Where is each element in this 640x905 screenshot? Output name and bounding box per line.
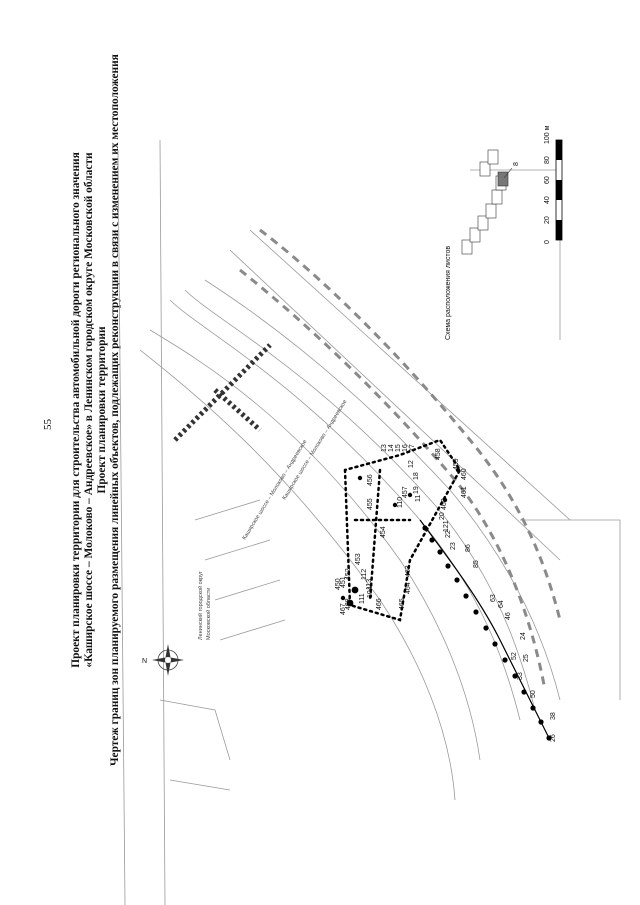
compass-icon: N [142, 644, 184, 676]
scale-tick-label: 20 [544, 216, 551, 224]
point-label: 85 [473, 560, 480, 568]
point-label: 11 [415, 495, 422, 502]
point-label: 38 [550, 712, 557, 720]
point-label: 23 [450, 542, 457, 550]
point-label: 24 [520, 632, 527, 640]
point-label: 121 [443, 520, 450, 532]
point-label: 112 [361, 569, 368, 580]
point-label: 12 [408, 460, 415, 468]
point-label: 466 [376, 598, 383, 610]
point-label: 113 [366, 579, 373, 590]
point-label: 104 [367, 586, 374, 598]
point-label: 459 [453, 458, 460, 470]
point-label: 467 [340, 603, 347, 615]
point-label: 457 [402, 486, 409, 498]
scale-tick-label: 60 [544, 176, 551, 184]
point-label: 63 [490, 594, 497, 602]
inset-pointer: 8 [513, 162, 520, 166]
scale-tick-label: 100 м [544, 125, 551, 144]
point-label: 26 [550, 734, 557, 742]
scale-tick-label: 80 [544, 156, 551, 164]
compass-label: N [142, 658, 147, 665]
hatched-crossing [173, 343, 272, 442]
point-label: 18 [413, 472, 420, 480]
point-label: 17 [409, 444, 416, 452]
point-label: 22 [445, 530, 452, 538]
point-label: 463 [405, 565, 412, 577]
point-label: 13 [381, 444, 388, 452]
district-label-2: Московской области [205, 588, 212, 640]
point-label: 86 [465, 544, 472, 552]
point-label: 46 [505, 612, 512, 620]
point-label: 64 [498, 600, 505, 608]
point-label: 452 [345, 568, 352, 580]
district-label-1: Ленинский городской округ [197, 571, 204, 640]
point-label: 50 [530, 690, 537, 698]
point-label: 456 [367, 474, 374, 486]
scale-tick-label: 0 [544, 240, 551, 244]
zone-boundary [343, 438, 462, 622]
point-label: 110 [397, 497, 404, 508]
scale-bar: 0 20 40 60 80 100 м [544, 125, 563, 244]
point-label: 19 [413, 486, 420, 494]
point-label: 461 [461, 486, 468, 498]
point-label: 464 [405, 582, 412, 594]
alignment-line [340, 467, 552, 741]
point-label: 20 [439, 512, 446, 520]
point-label: 16 [402, 444, 409, 452]
point-label: 111 [359, 593, 366, 604]
point-label: 455 [367, 498, 374, 510]
point-label: 451 [340, 576, 347, 588]
point-label: 52 [511, 652, 518, 660]
point-label: 454 [380, 526, 387, 538]
point-label: 33 [517, 672, 524, 680]
road-label-1: Каширское шоссе – Молоково – Андреевское [242, 439, 309, 541]
inset-scheme: Схема расположения листов 8 [445, 149, 520, 340]
scale-tick-label: 40 [544, 196, 551, 204]
point-label: 14 [388, 444, 395, 452]
point-label: 460 [461, 468, 468, 480]
point-label: 25 [523, 654, 530, 662]
corridor-dashes [239, 228, 562, 691]
point-label: 465 [399, 598, 406, 610]
point-label: 458 [435, 448, 442, 460]
point-label: 15 [395, 444, 402, 452]
point-label: 468 [345, 598, 352, 610]
point-label: 453 [355, 553, 362, 565]
background-roads [117, 139, 621, 905]
inset-title: Схема расположения листов [445, 246, 452, 340]
road-label-2: Каширское шоссе – Молоково – Андреевское [282, 399, 349, 501]
point-label: 462 [441, 498, 448, 510]
point-label: 450 [335, 578, 342, 590]
